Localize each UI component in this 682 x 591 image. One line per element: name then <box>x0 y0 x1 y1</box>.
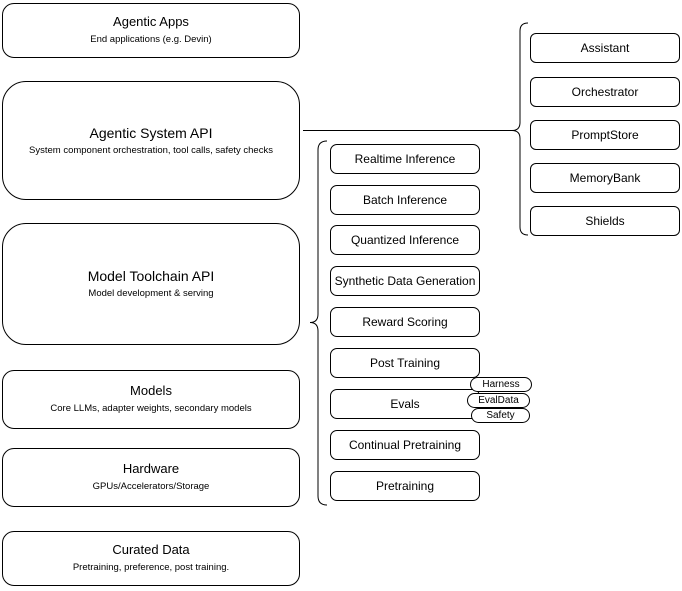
box-agentic-apps: Agentic Apps End applications (e.g. Devi… <box>2 3 300 58</box>
box-title: Hardware <box>122 461 180 477</box>
toolchain-components-brace <box>309 140 328 506</box>
node-quantized-inference: Quantized Inference <box>330 225 480 255</box>
tag-safety: Safety <box>471 408 530 423</box>
node-post-training: Post Training <box>330 348 480 378</box>
tag-evaldata: EvalData <box>467 393 530 408</box>
box-subtitle: GPUs/Accelerators/Storage <box>92 481 210 493</box>
box-curated-data: Curated Data Pretraining, preference, po… <box>2 531 300 586</box>
node-pretraining: Pretraining <box>330 471 480 501</box>
box-subtitle: Model development & serving <box>88 288 214 300</box>
box-agentic-system-api: Agentic System API System component orch… <box>2 81 300 200</box>
node-continual-pretraining: Continual Pretraining <box>330 430 480 460</box>
node-batch-inference: Batch Inference <box>330 185 480 215</box>
box-hardware: Hardware GPUs/Accelerators/Storage <box>2 448 300 507</box>
box-models: Models Core LLMs, adapter weights, secon… <box>2 370 300 429</box>
node-realtime-inference: Realtime Inference <box>330 144 480 174</box>
box-title: Models <box>130 383 172 399</box>
node-synthetic-data-generation: Synthetic Data Generation <box>330 266 480 296</box>
node-orchestrator: Orchestrator <box>530 77 680 107</box>
box-model-toolchain-api: Model Toolchain API Model development & … <box>2 223 300 345</box>
box-title: Curated Data <box>112 542 190 558</box>
box-title: Agentic Apps <box>113 14 189 30</box>
node-memorybank: MemoryBank <box>530 163 680 193</box>
box-subtitle: Pretraining, preference, post training. <box>72 562 230 574</box>
node-promptstore: PromptStore <box>530 120 680 150</box>
node-reward-scoring: Reward Scoring <box>330 307 480 337</box>
box-subtitle: System component orchestration, tool cal… <box>29 144 273 156</box>
system-components-brace <box>511 22 529 236</box>
box-title: Model Toolchain API <box>87 268 215 285</box>
node-evals: Evals <box>330 389 480 419</box>
box-subtitle: Core LLMs, adapter weights, secondary mo… <box>50 403 252 415</box>
tag-harness: Harness <box>470 377 532 392</box>
node-shields: Shields <box>530 206 680 236</box>
box-subtitle: End applications (e.g. Devin) <box>90 34 212 46</box>
box-title: Agentic System API <box>89 124 213 141</box>
node-assistant: Assistant <box>530 33 680 63</box>
